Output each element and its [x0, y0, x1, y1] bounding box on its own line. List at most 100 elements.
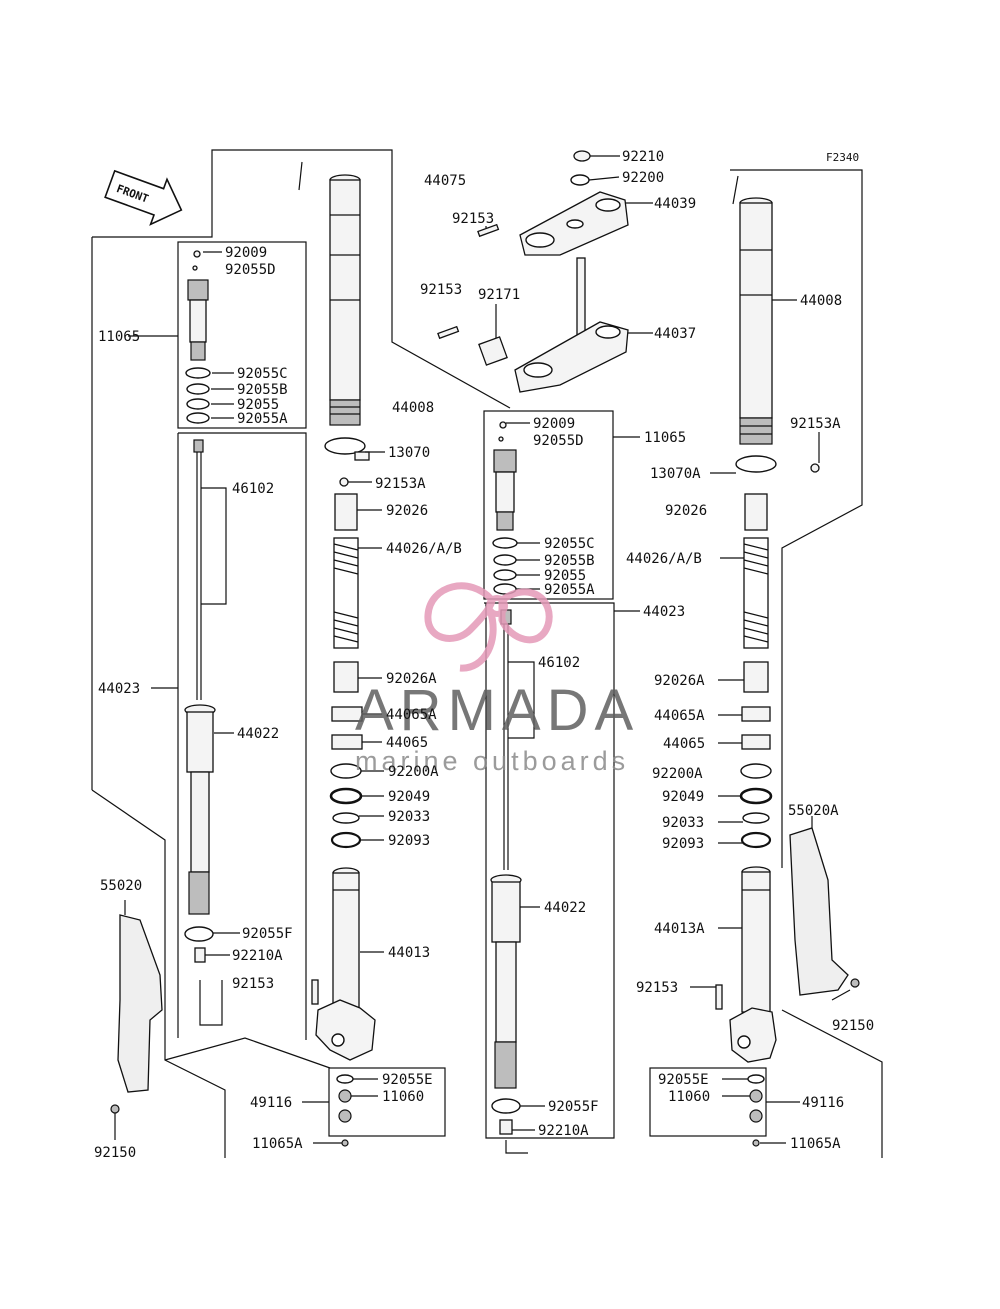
- label-92055F-left: 92055F: [242, 926, 293, 942]
- label-55020A: 55020A: [788, 803, 839, 819]
- label-92093-center: 92093: [388, 833, 430, 849]
- collar-92026A-right: [743, 661, 769, 693]
- label-92055A-middle: 92055A: [544, 582, 595, 598]
- label-44008-right: 44008: [800, 293, 842, 309]
- bolt-92153A-center: [339, 477, 349, 487]
- label-44037: 44037: [654, 326, 696, 342]
- seal-92093-right: [740, 831, 772, 849]
- label-92055D-middle: 92055D: [533, 433, 584, 449]
- label-92026-center: 92026: [386, 503, 428, 519]
- label-44022-left: 44022: [237, 726, 279, 742]
- label-92153-lower: 92153: [420, 282, 462, 298]
- label-92026-right: 92026: [665, 503, 707, 519]
- label-92055E-right: 92055E: [658, 1072, 709, 1088]
- label-92210A-middle: 92210A: [538, 1123, 589, 1139]
- watermark-title: ARMADA: [355, 678, 639, 743]
- label-44023-left: 44023: [98, 681, 140, 697]
- label-11065-left: 11065: [98, 329, 140, 345]
- label-44039: 44039: [654, 196, 696, 212]
- label-49116-right: 49116: [802, 1095, 844, 1111]
- label-92055-middle: 92055: [544, 568, 586, 584]
- ring-92055E-right: [747, 1074, 765, 1084]
- label-92153-upper: 92153: [452, 211, 494, 227]
- label-13070: 13070: [388, 445, 430, 461]
- label-11060-center: 11060: [382, 1089, 424, 1105]
- bolt-49116-center: [338, 1109, 352, 1123]
- washer-92200A-right: [740, 763, 772, 779]
- fork-guard-55020: [117, 914, 163, 1093]
- axle-bracket-center: [311, 979, 376, 1061]
- label-92171: 92171: [478, 287, 520, 303]
- bolt-92153A-right: [810, 463, 820, 473]
- label-92055C-middle: 92055C: [544, 536, 595, 552]
- collar-92026-center: [334, 493, 358, 531]
- label-44065A-center: 44065A: [386, 707, 437, 723]
- label-11065-middle: 11065: [644, 430, 686, 446]
- label-92049-center: 92049: [388, 789, 430, 805]
- label-44023-middle: 44023: [643, 604, 685, 620]
- outer-tube-center: [329, 174, 361, 426]
- label-92055-left: 92055: [237, 397, 279, 413]
- label-92055C-left: 92055C: [237, 366, 288, 382]
- label-11065A-right: 11065A: [790, 1136, 841, 1152]
- label-46102-left: 46102: [232, 481, 274, 497]
- label-92210-top: 92210: [622, 149, 664, 165]
- ring-92055E-center: [336, 1074, 354, 1084]
- clamp-13070A: [735, 455, 777, 473]
- label-11060-right: 11060: [668, 1089, 710, 1105]
- label-44008-center: 44008: [392, 400, 434, 416]
- label-92200A-right: 92200A: [652, 766, 703, 782]
- label-55020: 55020: [100, 878, 142, 894]
- seal-92049-center: [329, 787, 363, 805]
- label-44026-center: 44026/A/B: [386, 541, 462, 557]
- clamp-13070: [324, 437, 370, 461]
- label-92093-right: 92093: [662, 836, 704, 852]
- label-44022-middle: 44022: [544, 900, 586, 916]
- cartridge-cap-middle: [492, 421, 518, 595]
- washer-11065A-right: [752, 1139, 760, 1147]
- label-46102-middle: 46102: [538, 655, 580, 671]
- label-92153-right: 92153: [636, 980, 678, 996]
- label-11065A-center: 11065A: [252, 1136, 303, 1152]
- damper-rod-middle: [490, 609, 522, 1135]
- label-92033-right: 92033: [662, 815, 704, 831]
- damper-rod-left: [184, 439, 216, 963]
- lower-triple-clamp-44037: [478, 257, 629, 393]
- bushing-44065A-right: [741, 706, 771, 722]
- axle-bracket-right: [715, 984, 777, 1063]
- label-44013-center: 44013: [388, 945, 430, 961]
- label-92055D-left: 92055D: [225, 262, 276, 278]
- seal-11060-right: [749, 1089, 763, 1103]
- label-92153-left: 92153: [232, 976, 274, 992]
- label-44075: 44075: [424, 173, 466, 189]
- clip-92033-right: [742, 812, 770, 824]
- label-92049-right: 92049: [662, 789, 704, 805]
- label-44026-right: 44026/A/B: [626, 551, 702, 567]
- label-92200-top: 92200: [622, 170, 664, 186]
- label-92153A-right: 92153A: [790, 416, 841, 432]
- seal-11060-center: [338, 1089, 352, 1103]
- clip-92033-center: [332, 812, 360, 824]
- cartridge-cap-left: [185, 250, 211, 424]
- label-44065-right: 44065: [663, 736, 705, 752]
- label-92009-middle: 92009: [533, 416, 575, 432]
- bolt-49116-right: [749, 1109, 763, 1123]
- bolt-92150-right: [850, 978, 860, 988]
- leader-lines: [114, 155, 851, 1154]
- armada-watermark: ARMADA marine outboards: [355, 582, 639, 776]
- bolt-92153-lower: [437, 325, 460, 340]
- label-92153A-center: 92153A: [375, 476, 426, 492]
- label-92026A-right: 92026A: [654, 673, 705, 689]
- fork-guard-55020A: [789, 827, 849, 996]
- washer-11065A-center: [341, 1139, 349, 1147]
- figure-code: F2340: [826, 151, 859, 164]
- outer-tube-right: [739, 197, 773, 445]
- seal-92093-center: [330, 831, 362, 849]
- label-92033-center: 92033: [388, 809, 430, 825]
- label-44065A-right: 44065A: [654, 708, 705, 724]
- label-92055E-center: 92055E: [382, 1072, 433, 1088]
- spring-44026-center: [333, 537, 359, 649]
- label-44013A: 44013A: [654, 921, 705, 937]
